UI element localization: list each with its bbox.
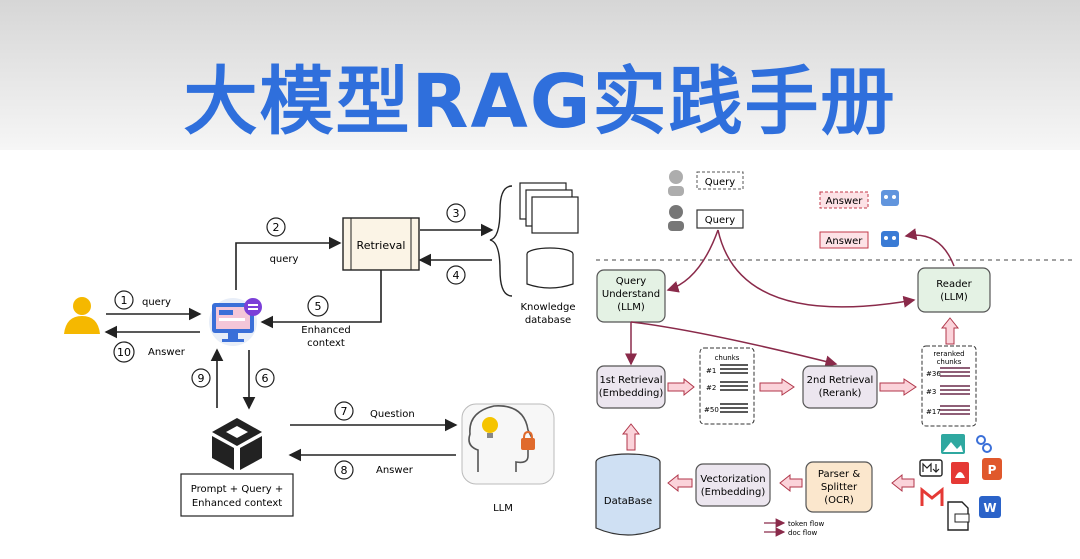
step-4-number: 4 <box>453 269 460 282</box>
rag-diagrams: 1 query 10 Answer 2 query Retrieval 3 4 <box>64 170 1076 537</box>
vectorization-box <box>695 463 771 507</box>
step-3-number: 3 <box>453 207 460 220</box>
parser-line-3: (OCR) <box>824 495 854 506</box>
image-file-icon <box>941 434 965 454</box>
robot-icon-faded <box>881 190 899 206</box>
llm-label: LLM <box>493 503 513 514</box>
step-8-number: 8 <box>341 464 348 477</box>
user-avatar-icon-faded <box>668 170 684 196</box>
page-title: 大模型RAG实践手册 <box>183 59 897 145</box>
reranked-label-2: chunks <box>937 358 962 366</box>
markdown-file-icon <box>919 459 943 477</box>
step-5-number: 5 <box>315 300 322 313</box>
prompt-label-1: Prompt + Query + <box>191 484 284 495</box>
knowledge-database-icon <box>489 182 579 297</box>
database-cylinder <box>595 453 661 536</box>
svg-text:W: W <box>983 501 996 515</box>
first-retrieval-box <box>596 365 666 409</box>
query-understand-line-1: Query <box>616 276 646 287</box>
word-file-icon: W <box>979 496 1001 518</box>
query-label: Query <box>705 215 735 226</box>
pdf-file-icon <box>951 462 969 484</box>
kb-label-2: database <box>525 315 571 326</box>
step-2-number: 2 <box>273 221 280 234</box>
chunk-id-3: #50 <box>704 406 719 414</box>
second-retrieval-line-2: (Rerank) <box>819 388 862 399</box>
legend-doc-flow: doc flow <box>788 529 817 537</box>
prompt-cube-icon <box>212 418 262 470</box>
chunks-label: chunks <box>715 354 740 362</box>
step-7-label: Question <box>370 409 415 420</box>
step-1-label: query <box>142 297 171 308</box>
reranked-label-1: reranked <box>933 350 964 358</box>
step-1-number: 1 <box>121 294 128 307</box>
link-icon <box>976 435 992 453</box>
prompt-label-2: Enhanced context <box>192 498 282 509</box>
vectorization-line-1: Vectorization <box>700 474 765 485</box>
app-computer-icon <box>209 298 262 346</box>
reader-line-2: (LLM) <box>940 292 968 303</box>
prompt-box <box>180 473 294 517</box>
query-faded-label: Query <box>705 177 735 188</box>
second-retrieval-box <box>802 365 878 409</box>
reranked-id-2: #3 <box>926 388 936 396</box>
step-6-number: 6 <box>262 372 269 385</box>
first-retrieval-line-2: (Embedding) <box>599 388 664 399</box>
step-5-label-2: context <box>307 338 345 349</box>
query-understand-line-2: Understand <box>602 289 660 300</box>
chunk-id-1: #1 <box>706 367 716 375</box>
step-9-number: 9 <box>198 372 205 385</box>
first-retrieval-line-1: 1st Retrieval <box>599 375 662 386</box>
title-banner <box>0 0 1080 150</box>
parser-line-1: Parser & <box>818 469 860 480</box>
step-7-number: 7 <box>341 405 348 418</box>
parser-line-2: Splitter <box>821 482 858 493</box>
svg-text:P: P <box>988 463 997 477</box>
robot-icon <box>881 231 899 247</box>
answer-label: Answer <box>826 236 864 247</box>
parser-box <box>805 461 873 513</box>
llm-head-icon <box>461 403 555 485</box>
answer-faded-label: Answer <box>826 196 864 207</box>
reranked-id-1: #36 <box>926 370 941 378</box>
retrieval-label: Retrieval <box>357 239 406 252</box>
step-10-number: 10 <box>117 346 131 359</box>
step-10-label: Answer <box>148 347 186 358</box>
step-8-label: Answer <box>376 465 414 476</box>
step-5-label-1: Enhanced <box>301 325 350 336</box>
reader-box <box>917 267 991 313</box>
gmail-icon <box>920 486 944 506</box>
user-avatar-icon <box>668 205 684 231</box>
kb-label-1: Knowledge <box>521 302 576 313</box>
chunk-id-2: #2 <box>706 384 716 392</box>
second-retrieval-line-1: 2nd Retrieval <box>807 375 874 386</box>
left-rag-diagram: 1 query 10 Answer 2 query Retrieval 3 4 <box>64 182 579 517</box>
query-understand-line-3: (LLM) <box>617 302 645 313</box>
user-icon <box>64 297 100 334</box>
txt-file-icon <box>947 501 970 531</box>
powerpoint-file-icon: P <box>982 458 1002 480</box>
vectorization-line-2: (Embedding) <box>701 487 766 498</box>
reader-line-1: Reader <box>936 279 972 290</box>
reranked-id-3: #17 <box>926 408 941 416</box>
retrieval-box: Retrieval <box>342 217 420 271</box>
database-label: DataBase <box>604 496 652 507</box>
step-2-label: query <box>270 254 299 265</box>
right-rag-diagram: Query Query Answer Answer Query Understa… <box>595 170 1076 537</box>
legend-token-flow: token flow <box>788 520 824 528</box>
